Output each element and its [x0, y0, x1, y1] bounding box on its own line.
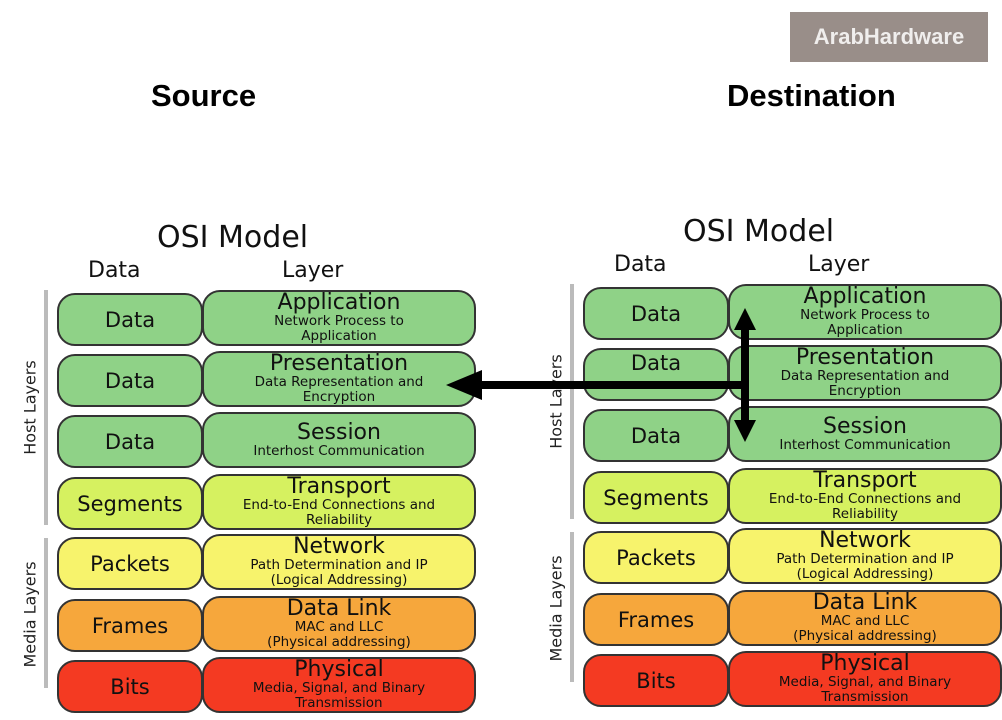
- layer-name: Transport: [287, 474, 391, 500]
- layer-description: End-to-End Connections and Reliability: [768, 491, 962, 522]
- layer-description: Interhost Communication: [253, 442, 425, 459]
- data-column-header: Data: [88, 258, 141, 283]
- media-layers-bar: [44, 538, 48, 688]
- layer-name: Application: [803, 284, 927, 310]
- layer-name: Session: [823, 413, 907, 439]
- pdu-label: Bits: [110, 674, 150, 699]
- source-heading: Source: [151, 78, 257, 113]
- host-layers-bar: [44, 290, 48, 525]
- layer-description: Media, Signal, and Binary Transmission: [778, 674, 952, 705]
- watermark-logo: ArabHardware: [790, 12, 988, 62]
- layer-name: Transport: [813, 468, 917, 494]
- pdu-box: Packets: [583, 531, 729, 584]
- pdu-label: Bits: [636, 668, 676, 693]
- pdu-box: Bits: [57, 660, 203, 713]
- pdu-box: Segments: [57, 477, 203, 530]
- host-layers-bar: [570, 284, 574, 519]
- pdu-label: Data: [630, 351, 682, 375]
- layer-description: MAC and LLC (Physical addressing): [267, 619, 411, 650]
- media-layers-bar: [570, 532, 574, 682]
- layer-name: Data Link: [286, 596, 392, 622]
- layer-description: Media, Signal, and Binary Transmission: [252, 680, 426, 711]
- pdu-box: Data: [57, 354, 203, 407]
- destination-osi-model: OSI Model Data Layer Host Layers Media L…: [528, 214, 1002, 707]
- osi-model-title: OSI Model: [683, 214, 835, 249]
- pdu-box: Data: [583, 348, 729, 401]
- pdu-box: Data: [57, 415, 203, 468]
- pdu-label: Data: [104, 368, 156, 393]
- pdu-label: Frames: [617, 607, 695, 632]
- osi-model-title: OSI Model: [157, 220, 309, 255]
- layer-description: Network Process to Application: [800, 307, 930, 338]
- pdu-label: Data: [104, 307, 156, 332]
- layer-name: Presentation: [269, 351, 409, 377]
- layer-name: Physical: [294, 657, 384, 683]
- pdu-box: Data: [583, 409, 729, 462]
- pdu-label: Data: [104, 429, 156, 454]
- layer-column-header: Layer: [808, 252, 870, 277]
- pdu-box: Data: [583, 287, 729, 340]
- source-osi-model: OSI Model Data Layer Host Layers Media L…: [2, 220, 482, 713]
- layer-description: Interhost Communication: [779, 436, 951, 453]
- layer-description: Path Determination and IP (Logical Addre…: [250, 557, 428, 588]
- vertical-double-arrow: [734, 308, 756, 442]
- layer-description: Network Process to Application: [274, 313, 404, 344]
- pdu-label: Segments: [77, 491, 183, 516]
- horizontal-arrow: [446, 370, 742, 400]
- layer-name: Session: [297, 419, 381, 445]
- pdu-box: Data: [57, 293, 203, 346]
- pdu-box: Frames: [583, 593, 729, 646]
- pdu-label: Frames: [91, 613, 169, 638]
- pdu-box: Frames: [57, 599, 203, 652]
- layer-description: Data Representation and Encryption: [254, 374, 424, 405]
- pdu-label: Segments: [603, 485, 709, 510]
- destination-heading: Destination: [727, 78, 896, 113]
- layer-name: Application: [277, 290, 401, 316]
- layer-name: Network: [819, 528, 911, 554]
- pdu-label: Packets: [90, 551, 170, 576]
- pdu-label: Data: [630, 423, 682, 448]
- layer-description: End-to-End Connections and Reliability: [242, 497, 436, 528]
- layer-name: Network: [293, 534, 385, 560]
- layer-name: Physical: [820, 651, 910, 677]
- pdu-label: Packets: [616, 545, 696, 570]
- pdu-label: Data: [630, 301, 682, 326]
- pdu-box: Segments: [583, 471, 729, 524]
- layer-name: Data Link: [812, 590, 918, 616]
- layer-description: Path Determination and IP (Logical Addre…: [776, 551, 954, 582]
- layer-column-header: Layer: [282, 258, 344, 283]
- layer-description: Data Representation and Encryption: [780, 368, 950, 399]
- layer-name: Presentation: [795, 345, 935, 371]
- layer-description: MAC and LLC (Physical addressing): [793, 613, 937, 644]
- data-column-header: Data: [614, 252, 667, 277]
